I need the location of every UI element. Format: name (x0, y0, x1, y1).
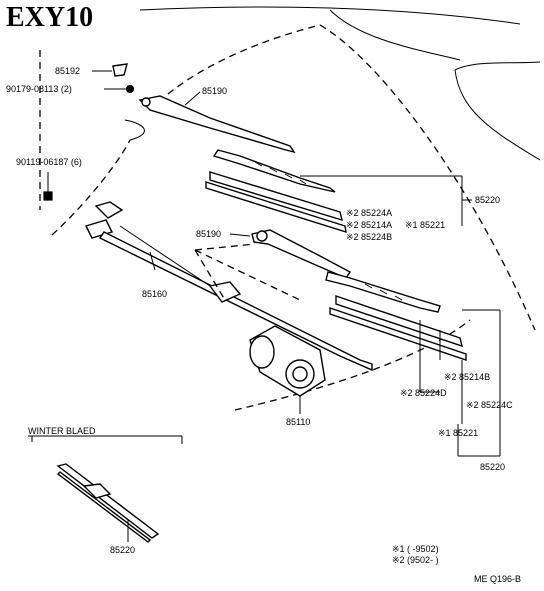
label-85190-mid: 85190 (196, 229, 221, 239)
label-85220-right: 85220 (475, 195, 500, 205)
blade-assembly-top (205, 149, 472, 234)
label-85110: 85110 (286, 417, 310, 427)
label-85160: 85160 (142, 289, 167, 299)
label-85220-winter: 85220 (110, 545, 135, 555)
label-85221-bottom: ※1 85221 (438, 428, 478, 438)
wiper-arm-85190-mid (229, 229, 352, 279)
label-85221-top: ※1 85221 (405, 220, 445, 230)
diagram-code: ME Q196-B (474, 574, 521, 584)
label-90179: 90179-08113 (2) (6, 84, 72, 94)
label-85214B: ※2 85214B (444, 372, 490, 382)
label-85224A: ※2 85224A (346, 208, 392, 218)
winter-blade-title: WINTER BLAED (28, 426, 96, 436)
label-85190-top: 85190 (202, 86, 227, 96)
legend-line-1: ※1 ( -9502) (392, 544, 439, 554)
label-85224D: ※2 85224D (400, 388, 447, 398)
label-85224C: ※2 85224C (466, 400, 513, 410)
blade-assembly-lower (325, 271, 501, 457)
bolt-90119 (43, 172, 53, 201)
label-85214A: ※2 85214A (346, 220, 392, 230)
label-90119: 90119-06187 (6) (16, 157, 82, 167)
windshield-outline (39, 6, 541, 411)
label-85220-bottom: 85220 (480, 462, 505, 472)
wiper-arm-85190-top (138, 91, 296, 154)
page-title: EXY10 (6, 2, 93, 33)
label-85224B: ※2 85224B (346, 232, 392, 242)
wiper-motor-85110 (249, 325, 326, 414)
nut-90179 (104, 84, 135, 94)
wiper-linkage-85160 (85, 201, 373, 372)
winter-blade-section (28, 435, 183, 543)
legend-line-2: ※2 (9502- ) (392, 555, 439, 565)
label-85192: 85192 (55, 66, 80, 76)
cap-85192 (92, 63, 128, 77)
